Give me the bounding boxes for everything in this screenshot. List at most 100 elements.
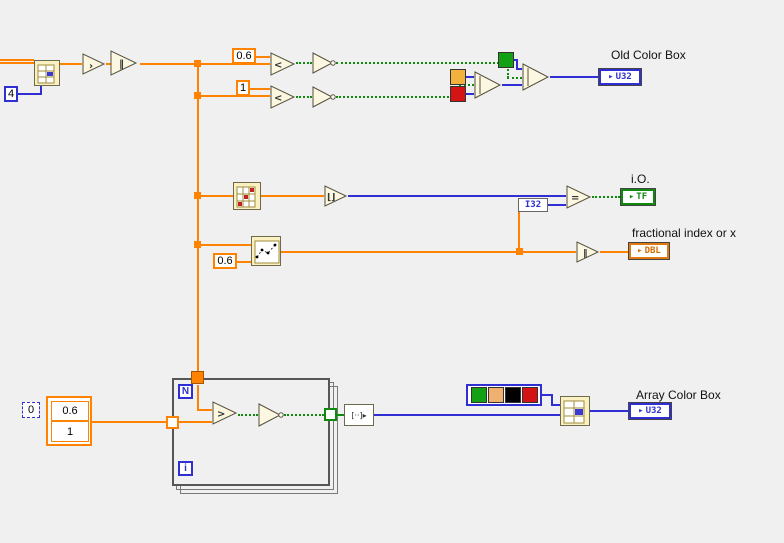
round-node[interactable]: ⌊⌋	[324, 184, 348, 208]
indicator-type-label: DBL	[644, 246, 661, 256]
triangle-icon	[312, 86, 336, 108]
boolean-array-to-number-node[interactable]: [··]▸	[344, 404, 374, 426]
numeric-constant-four[interactable]: 4	[4, 86, 18, 102]
less-than-node-1[interactable]: <	[270, 51, 296, 77]
color-box-constant-green[interactable]	[498, 52, 514, 68]
wire	[502, 84, 522, 86]
not-node-1[interactable]	[312, 51, 336, 75]
triangle-icon: ‖	[576, 241, 600, 263]
loop-tunnel-top[interactable]	[191, 371, 204, 384]
wire	[551, 394, 553, 406]
wire	[337, 414, 344, 416]
for-loop-frame[interactable]	[172, 378, 330, 486]
color-array-constant[interactable]	[466, 384, 542, 406]
numeric-array-constant[interactable]: 0.6 1	[46, 396, 92, 446]
wire	[459, 84, 474, 86]
label-fractional-index: fractional index or x	[632, 226, 737, 240]
wire	[516, 68, 522, 70]
array-grid-icon	[563, 400, 585, 424]
threshold-icon	[236, 186, 256, 208]
triangle-icon: =	[566, 185, 592, 209]
indicator-type-label: TF	[636, 192, 648, 202]
indicator-type-label: U32	[615, 72, 632, 82]
triangle-icon: ⌊⌋	[324, 185, 348, 207]
triangle-icon: ›	[82, 53, 106, 75]
wire	[200, 244, 251, 246]
index-array-node[interactable]	[34, 60, 60, 86]
wire	[18, 93, 42, 95]
triangle-icon	[258, 403, 284, 427]
loop-count-terminal[interactable]: N	[178, 384, 193, 399]
wire	[197, 385, 199, 410]
array-constant-element-0[interactable]: 0.6	[51, 401, 89, 421]
wire	[237, 261, 251, 263]
node-glyph: >	[217, 409, 225, 420]
wire	[600, 251, 628, 253]
color-box-constant-red[interactable]	[450, 86, 466, 102]
triangle-icon	[522, 63, 550, 91]
numeric-constant-x[interactable]: 0.6	[213, 253, 237, 269]
array-constant-index[interactable]: 0	[22, 402, 40, 418]
node-glyph: <	[274, 93, 282, 104]
interpolate-array-node[interactable]	[251, 236, 281, 266]
loop-iteration-terminal[interactable]: i	[178, 461, 193, 476]
absolute-value-node[interactable]: ‖	[576, 240, 600, 264]
loop-tunnel-left[interactable]	[166, 416, 179, 429]
equal-node[interactable]: =	[566, 184, 592, 210]
threshold-array-node[interactable]	[233, 182, 261, 210]
wire	[516, 59, 518, 70]
color-array-cell[interactable]	[470, 387, 487, 403]
triangle-icon: <	[270, 52, 296, 76]
function-node-b[interactable]: ‖	[110, 49, 138, 77]
function-node-a[interactable]: ›	[82, 52, 106, 76]
wire	[507, 62, 509, 78]
interpolate-icon	[254, 240, 280, 264]
color-array-cell[interactable]	[504, 387, 521, 403]
u32-indicator-old-color-box[interactable]: ▸ U32	[598, 68, 642, 86]
select-node-2[interactable]	[522, 62, 550, 92]
wire	[60, 63, 82, 65]
node-glyph: [··]▸	[351, 411, 366, 420]
color-array-cell[interactable]	[487, 387, 504, 403]
wire	[592, 196, 620, 198]
dbl-indicator-fractional-index[interactable]: ▸ DBL	[628, 242, 670, 260]
wire	[466, 76, 474, 78]
index-array-node-2[interactable]	[560, 396, 590, 426]
bool-array-icon: [··]▸	[351, 411, 366, 420]
wire-junction	[194, 60, 201, 67]
wire	[518, 211, 520, 251]
wire	[590, 410, 628, 412]
indicator-type-label: U32	[645, 406, 662, 416]
color-box-constant-yellow[interactable]	[450, 69, 466, 85]
wire	[40, 86, 42, 95]
node-glyph: <	[274, 60, 282, 71]
wire	[197, 63, 199, 373]
indicator-arrow-icon: ▸	[638, 406, 644, 416]
wire	[296, 96, 312, 98]
color-array-cell[interactable]	[521, 387, 538, 403]
tf-indicator-io[interactable]: ▸ TF	[620, 188, 656, 206]
wire	[374, 414, 560, 416]
wire	[336, 96, 460, 98]
select-node-1[interactable]	[474, 70, 502, 100]
wire	[348, 195, 566, 197]
i32-coercion-label[interactable]: I32	[518, 198, 548, 212]
not-node-2[interactable]	[312, 85, 336, 109]
loop-tunnel-right[interactable]	[324, 408, 337, 421]
u32-indicator-array-color-box[interactable]: ▸ U32	[628, 402, 672, 420]
wire	[200, 195, 233, 197]
greater-than-node[interactable]: >	[212, 400, 238, 426]
wire	[550, 76, 598, 78]
not-node-3[interactable]	[258, 402, 284, 428]
wire	[238, 414, 258, 416]
numeric-constant-upper[interactable]: 0.6	[232, 48, 256, 64]
less-than-node-2[interactable]: <	[270, 84, 296, 110]
wire	[200, 95, 270, 97]
array-constant-element-1[interactable]: 1	[51, 421, 89, 442]
wire	[507, 77, 522, 79]
numeric-constant-lower[interactable]: 1	[236, 80, 250, 96]
node-glyph: ‖	[119, 59, 124, 70]
array-grid-icon	[37, 64, 55, 84]
wire	[256, 56, 270, 58]
wire	[336, 62, 507, 64]
